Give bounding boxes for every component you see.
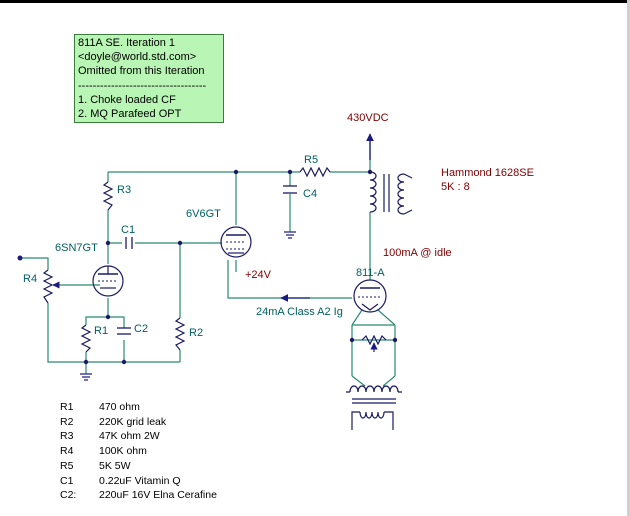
r3-resistor: [102, 181, 114, 211]
right-border: [627, 0, 630, 516]
filament-secondary-leads: [351, 375, 396, 387]
label-tube-follower: 6V6GT: [186, 208, 221, 220]
label-transformer-ratio: 5K : 8: [441, 181, 470, 193]
label-r5: R5: [304, 154, 318, 166]
part-ref: R2: [60, 415, 74, 428]
label-supply-voltage: 430VDC: [347, 112, 389, 124]
r5-resistor: [299, 166, 331, 178]
ground-main: [80, 373, 92, 381]
note-divider: -----------------------------------: [78, 79, 207, 92]
label-tube-driver: 6SN7GT: [55, 242, 98, 254]
part-value: 0.22uF Vitamin Q: [99, 474, 181, 487]
note-email: <doyle@world.std.com>: [78, 51, 197, 64]
r4-ground-wire: [47, 303, 86, 363]
input-terminal: [17, 255, 23, 261]
part-value: 47K ohm 2W: [99, 430, 160, 443]
label-r3: R3: [117, 184, 131, 196]
part-ref: R3: [60, 430, 74, 443]
grounds: [80, 231, 296, 381]
input-wire: [20, 257, 49, 270]
tube-follower-6v6: [220, 226, 252, 258]
parts-row: R2 220K grid leak: [60, 415, 217, 430]
iteration-note: 811A SE. Iteration 1 <doyle@world.std.co…: [74, 34, 224, 123]
resistors: [42, 166, 387, 353]
filament-resistor-leads: [351, 325, 396, 340]
r3-bottom-wire: [107, 210, 122, 244]
parts-row: R1 470 ohm: [60, 400, 217, 415]
label-idle-current: 100mA @ idle: [383, 247, 452, 259]
opt-secondary-coil: [397, 173, 405, 215]
tube-driver-6sn7: [92, 265, 124, 297]
r1-resistor: [80, 324, 92, 353]
part-ref: C1: [60, 474, 74, 487]
filament-primary-coil: [349, 385, 399, 393]
parts-row: R4 100K ohm: [60, 444, 217, 459]
filament-left-lead: [351, 309, 363, 326]
label-r1: R1: [94, 325, 108, 337]
part-value: 220K grid leak: [99, 415, 167, 428]
note-item-1: 1. Choke loaded CF: [78, 93, 176, 106]
label-bias-supply: +24V: [245, 269, 272, 281]
tube-output-811a: [353, 279, 387, 313]
part-ref: R5: [60, 459, 74, 472]
filament-secondary-coil: [359, 411, 385, 419]
label-c1: C1: [121, 224, 135, 236]
label-transformer-name: Hammond 1628SE: [441, 167, 534, 179]
hum-pot: [361, 334, 387, 346]
c1-capacitor: [125, 237, 133, 249]
opt-secondary-leads: [403, 173, 413, 215]
c2-capacitor: [117, 327, 131, 335]
capacitors: [117, 185, 297, 335]
part-ref: R4: [60, 445, 74, 458]
label-c4: C4: [303, 188, 317, 200]
follower-cathode-wire: [227, 260, 352, 299]
label-c2: C2: [134, 323, 148, 335]
parts-row: R5 5K 5W: [60, 459, 217, 474]
r2-resistor: [174, 317, 186, 351]
opt-primary-coil: [369, 171, 377, 213]
filament-right-lead: [377, 309, 396, 326]
part-value: 5K 5W: [99, 459, 131, 472]
ground-c4: [284, 231, 296, 239]
label-r4: R4: [23, 273, 37, 285]
filament-transformer-leads-out: [346, 391, 402, 430]
c2-top-wire: [108, 316, 125, 328]
label-r2: R2: [189, 327, 203, 339]
part-ref: C2:: [60, 489, 77, 502]
part-ref: R1: [60, 401, 74, 413]
junction-dots: [83, 169, 398, 365]
driver-cathode-wire: [85, 298, 109, 325]
note-item-2: 2. MQ Parafeed OPT: [78, 108, 182, 121]
output-transformer: [369, 171, 413, 215]
filament-transformer: [346, 385, 402, 430]
note-omitted-heading: Omitted from this Iteration: [78, 65, 205, 78]
part-value: 470 ohm: [99, 401, 140, 413]
parts-row: C1 0.22uF Vitamin Q: [60, 474, 217, 489]
part-value: 220uF 16V Elna Cerafine: [99, 489, 217, 502]
label-tube-output: 811-A: [356, 267, 385, 279]
parts-row: C2: 220uF 16V Elna Cerafine: [60, 488, 217, 503]
r4-potentiometer: [42, 269, 54, 304]
c4-capacitor: [283, 185, 297, 194]
part-value: 100K ohm: [99, 445, 147, 458]
label-grid-current: 24mA Class A2 Ig: [256, 306, 343, 318]
parts-row: R3 47K ohm 2W: [60, 429, 217, 444]
filament-transformer-leads: [351, 340, 396, 376]
top-border: [0, 0, 630, 3]
note-title: 811A SE. Iteration 1: [78, 37, 176, 49]
wires: [20, 140, 396, 387]
